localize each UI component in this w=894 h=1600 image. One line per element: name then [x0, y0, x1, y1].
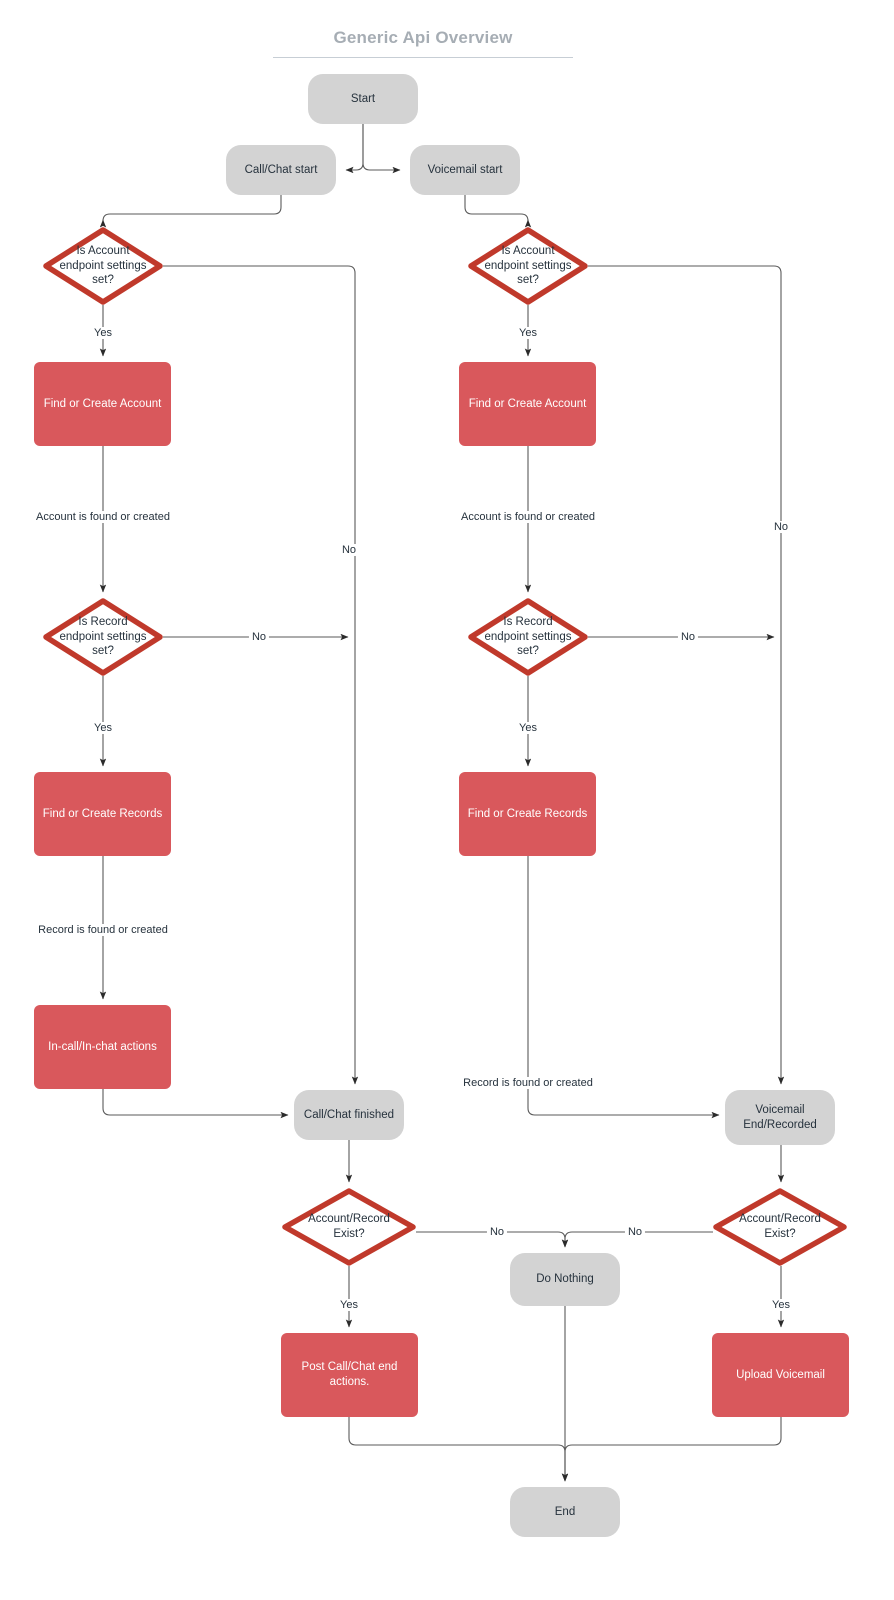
- edge-label-right-exist-yes: Yes: [769, 1299, 793, 1311]
- node-voicemail-start[interactable]: Voicemail start: [410, 145, 520, 195]
- node-left-find-or-create-account[interactable]: Find or Create Account: [34, 362, 171, 446]
- edge-label-left-account-yes: Yes: [91, 327, 115, 339]
- edge-label-left-exist-no: No: [486, 1226, 508, 1238]
- edge-racct-no: [588, 265, 785, 1085]
- node-start-label: Start: [350, 92, 376, 105]
- edge-label-right-exist-no: No: [624, 1226, 646, 1238]
- edge-voicemail-to-racct: [464, 195, 532, 228]
- node-left-account-record-exist-decision-label: Account/Record Exist?: [308, 1213, 390, 1240]
- node-left-account-endpoint-decision[interactable]: Is Account endpoint settings set?: [43, 227, 163, 305]
- edge-label-left-account-no: No: [338, 544, 360, 556]
- node-start[interactable]: Start: [308, 74, 418, 124]
- node-post-call-chat-end-actions[interactable]: Post Call/Chat end actions.: [281, 1333, 418, 1417]
- edge-label-left-record-yes: Yes: [91, 722, 115, 734]
- node-post-call-chat-end-actions-label: Post Call/Chat end actions.: [301, 1361, 398, 1388]
- node-left-record-endpoint-decision[interactable]: Is Record endpoint settings set?: [43, 598, 163, 676]
- edge-upload-to-end: [561, 1417, 782, 1482]
- node-left-account-endpoint-decision-label: Is Account endpoint settings set?: [59, 244, 147, 287]
- node-left-record-endpoint-decision-label: Is Record endpoint settings set?: [59, 615, 147, 658]
- node-do-nothing[interactable]: Do Nothing: [510, 1253, 620, 1306]
- node-upload-voicemail-label: Upload Voicemail: [736, 1368, 825, 1381]
- diamond-shape: [43, 598, 163, 676]
- node-right-account-record-exist-decision-label: Account/Record Exist?: [739, 1213, 821, 1240]
- node-right-record-endpoint-decision-label: Is Record endpoint settings set?: [484, 615, 572, 658]
- edge-lacct-no: [163, 265, 359, 1085]
- edge-postcall-to-end: [348, 1417, 569, 1482]
- node-left-find-or-create-records[interactable]: Find or Create Records: [34, 772, 171, 856]
- edge-label-left-record-found: Record is found or created: [35, 924, 171, 936]
- edge-incall-to-callfinished: [102, 1089, 289, 1119]
- edge-callchat-to-lacct: [99, 195, 282, 228]
- node-voicemail-end-recorded-label: Voicemail End/Recorded: [743, 1103, 817, 1131]
- diamond-shape: [282, 1188, 416, 1266]
- edge-label-left-account-found: Account is found or created: [33, 511, 173, 523]
- node-do-nothing-label: Do Nothing: [536, 1273, 594, 1286]
- node-call-chat-finished[interactable]: Call/Chat finished: [294, 1090, 404, 1140]
- node-right-find-or-create-account-label: Find or Create Account: [468, 397, 587, 410]
- edge-start-to-voicemail: [362, 124, 401, 174]
- node-voicemail-start-label: Voicemail start: [427, 163, 503, 176]
- node-right-find-or-create-records-label: Find or Create Records: [467, 807, 588, 820]
- edge-start-to-callchat: [345, 124, 364, 174]
- node-right-account-endpoint-decision[interactable]: Is Account endpoint settings set?: [468, 227, 588, 305]
- node-in-call-in-chat-actions-label: In-call/In-chat actions: [48, 1040, 157, 1053]
- diamond-shape: [468, 227, 588, 305]
- diamond-shape: [43, 227, 163, 305]
- node-right-find-or-create-records[interactable]: Find or Create Records: [459, 772, 596, 856]
- node-left-account-record-exist-decision[interactable]: Account/Record Exist?: [282, 1188, 416, 1266]
- node-in-call-in-chat-actions[interactable]: In-call/In-chat actions: [34, 1005, 171, 1089]
- edge-label-left-exist-yes: Yes: [337, 1299, 361, 1311]
- node-right-find-or-create-account[interactable]: Find or Create Account: [459, 362, 596, 446]
- node-left-find-or-create-records-label: Find or Create Records: [42, 807, 163, 820]
- node-call-chat-start[interactable]: Call/Chat start: [226, 145, 336, 195]
- edge-label-right-record-no: No: [677, 631, 699, 643]
- node-right-record-endpoint-decision[interactable]: Is Record endpoint settings set?: [468, 598, 588, 676]
- diamond-shape: [713, 1188, 847, 1266]
- edge-label-right-record-found: Record is found or created: [460, 1077, 596, 1089]
- node-end[interactable]: End: [510, 1487, 620, 1537]
- edge-label-right-account-found: Account is found or created: [458, 511, 598, 523]
- diamond-shape: [468, 598, 588, 676]
- node-voicemail-end-recorded[interactable]: Voicemail End/Recorded: [725, 1090, 835, 1145]
- node-call-chat-finished-label: Call/Chat finished: [303, 1108, 395, 1121]
- title-divider: [273, 57, 573, 58]
- node-left-find-or-create-account-label: Find or Create Account: [43, 397, 162, 410]
- edge-label-left-record-no: No: [248, 631, 270, 643]
- node-right-account-endpoint-decision-label: Is Account endpoint settings set?: [484, 244, 572, 287]
- node-upload-voicemail[interactable]: Upload Voicemail: [712, 1333, 849, 1417]
- page-title: Generic Api Overview: [333, 28, 513, 47]
- edge-label-right-account-no: No: [770, 521, 792, 533]
- node-call-chat-start-label: Call/Chat start: [244, 163, 318, 176]
- edge-label-right-account-yes: Yes: [516, 327, 540, 339]
- node-end-label: End: [554, 1505, 576, 1518]
- edge-label-right-record-yes: Yes: [516, 722, 540, 734]
- node-right-account-record-exist-decision[interactable]: Account/Record Exist?: [713, 1188, 847, 1266]
